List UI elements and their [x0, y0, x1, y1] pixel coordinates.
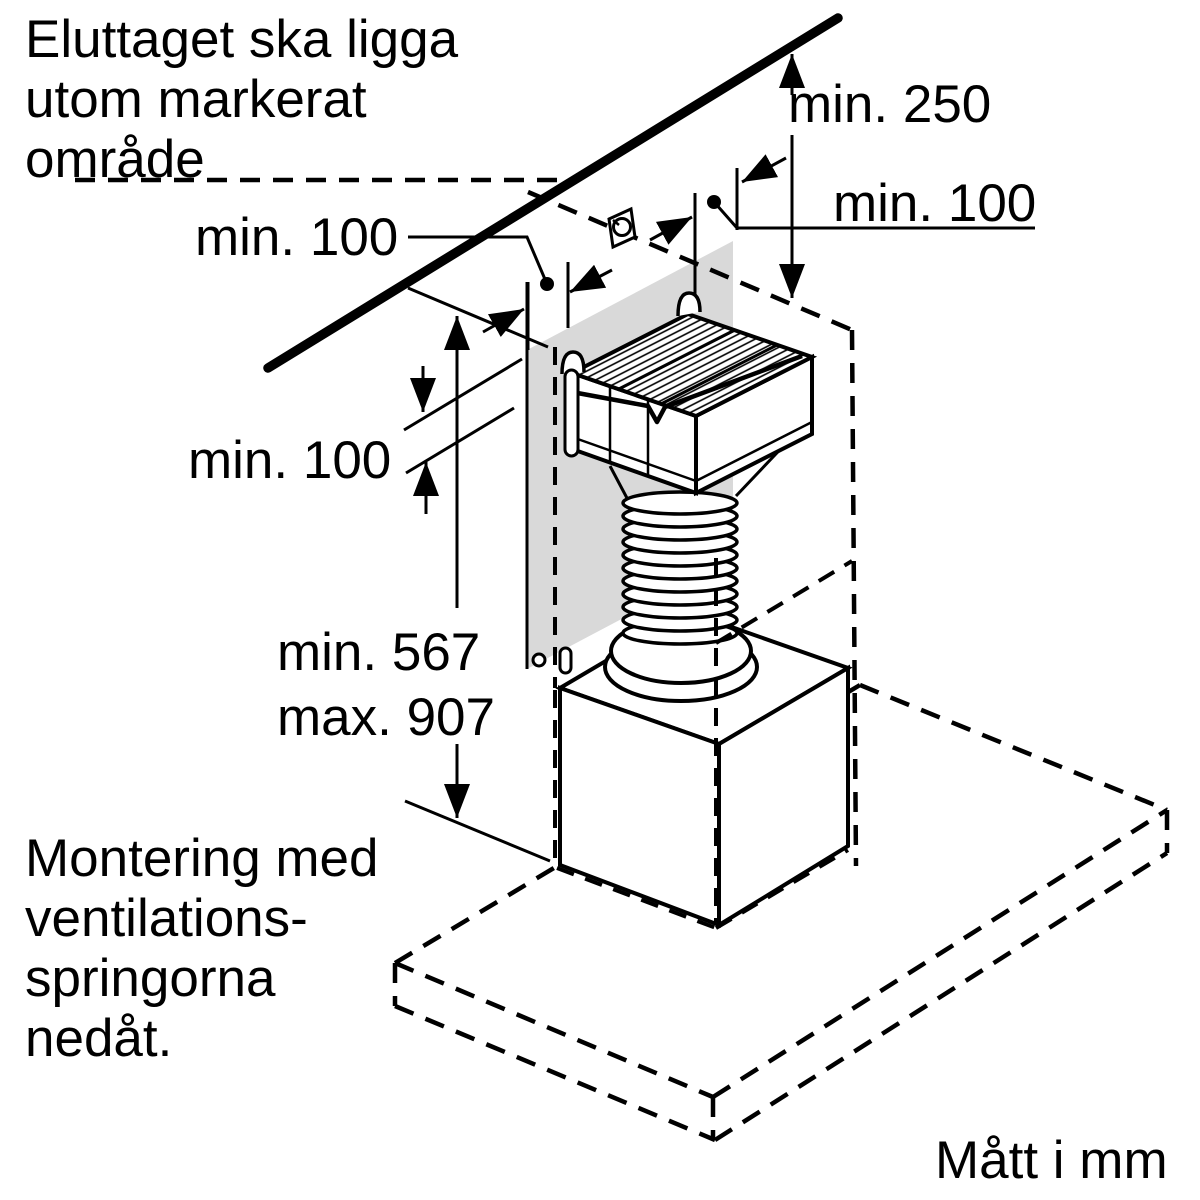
- shaft-right-dashed-line: [849, 329, 859, 867]
- outlet-note-line2: utom markerat: [25, 70, 367, 129]
- mounting-note-line1: Montering med: [25, 829, 379, 888]
- filter-box: [560, 291, 818, 497]
- outlet-note-line3: område: [25, 130, 205, 189]
- dim-100-topleft-arrow-right: [569, 264, 613, 294]
- dim-100-topleft-arrow-left: [482, 307, 525, 337]
- mounting-note-line3: springorna: [25, 949, 276, 1008]
- dim-907-label: max. 907: [277, 688, 495, 747]
- dim-100-topleft-leader: [408, 235, 549, 285]
- units-label: Mått i mm: [935, 1131, 1168, 1190]
- dim-100-right-leader: [713, 202, 1035, 230]
- mounting-note-line4: nedåt.: [25, 1009, 172, 1068]
- outlet-note-line1: Eluttaget ska ligga: [25, 10, 459, 69]
- dim-100-topleft-label: min. 100: [195, 208, 398, 267]
- dim-100-right-label: min. 100: [833, 174, 1036, 233]
- mounting-note-line2: ventilations-: [25, 889, 308, 948]
- wall-bracket-slot: [563, 368, 580, 458]
- shaft-top-dashed-line: [527, 189, 853, 333]
- dim-567-label: min. 567: [277, 623, 480, 682]
- hanging-bracket-left: [560, 350, 586, 375]
- ext-line-mid-top: [407, 286, 549, 349]
- ceiling-line: [263, 13, 843, 373]
- dim-100-right-arrow-left: [649, 215, 693, 245]
- dim-250-label: min. 250: [788, 75, 991, 134]
- wall-mount-hole: [531, 652, 547, 668]
- wall-hook: [558, 646, 573, 675]
- chimney-dashed-outline: [553, 558, 854, 930]
- dim-100-right-leader-dot: [707, 195, 721, 209]
- filter-wire-handle: [571, 353, 803, 425]
- power-outlet-icon: [607, 206, 637, 250]
- hanging-bracket-back: [676, 291, 702, 317]
- dim-100-topleft-leader-dot: [540, 277, 554, 291]
- ext-line-mid-a: [403, 357, 523, 432]
- grease-filter-grille: [566, 311, 818, 419]
- dim-100-mid-label: min. 100: [188, 431, 391, 490]
- flexible-duct: [621, 490, 739, 646]
- dim-100-right-arrow-right: [741, 154, 787, 184]
- ext-line-bottom: [404, 799, 551, 863]
